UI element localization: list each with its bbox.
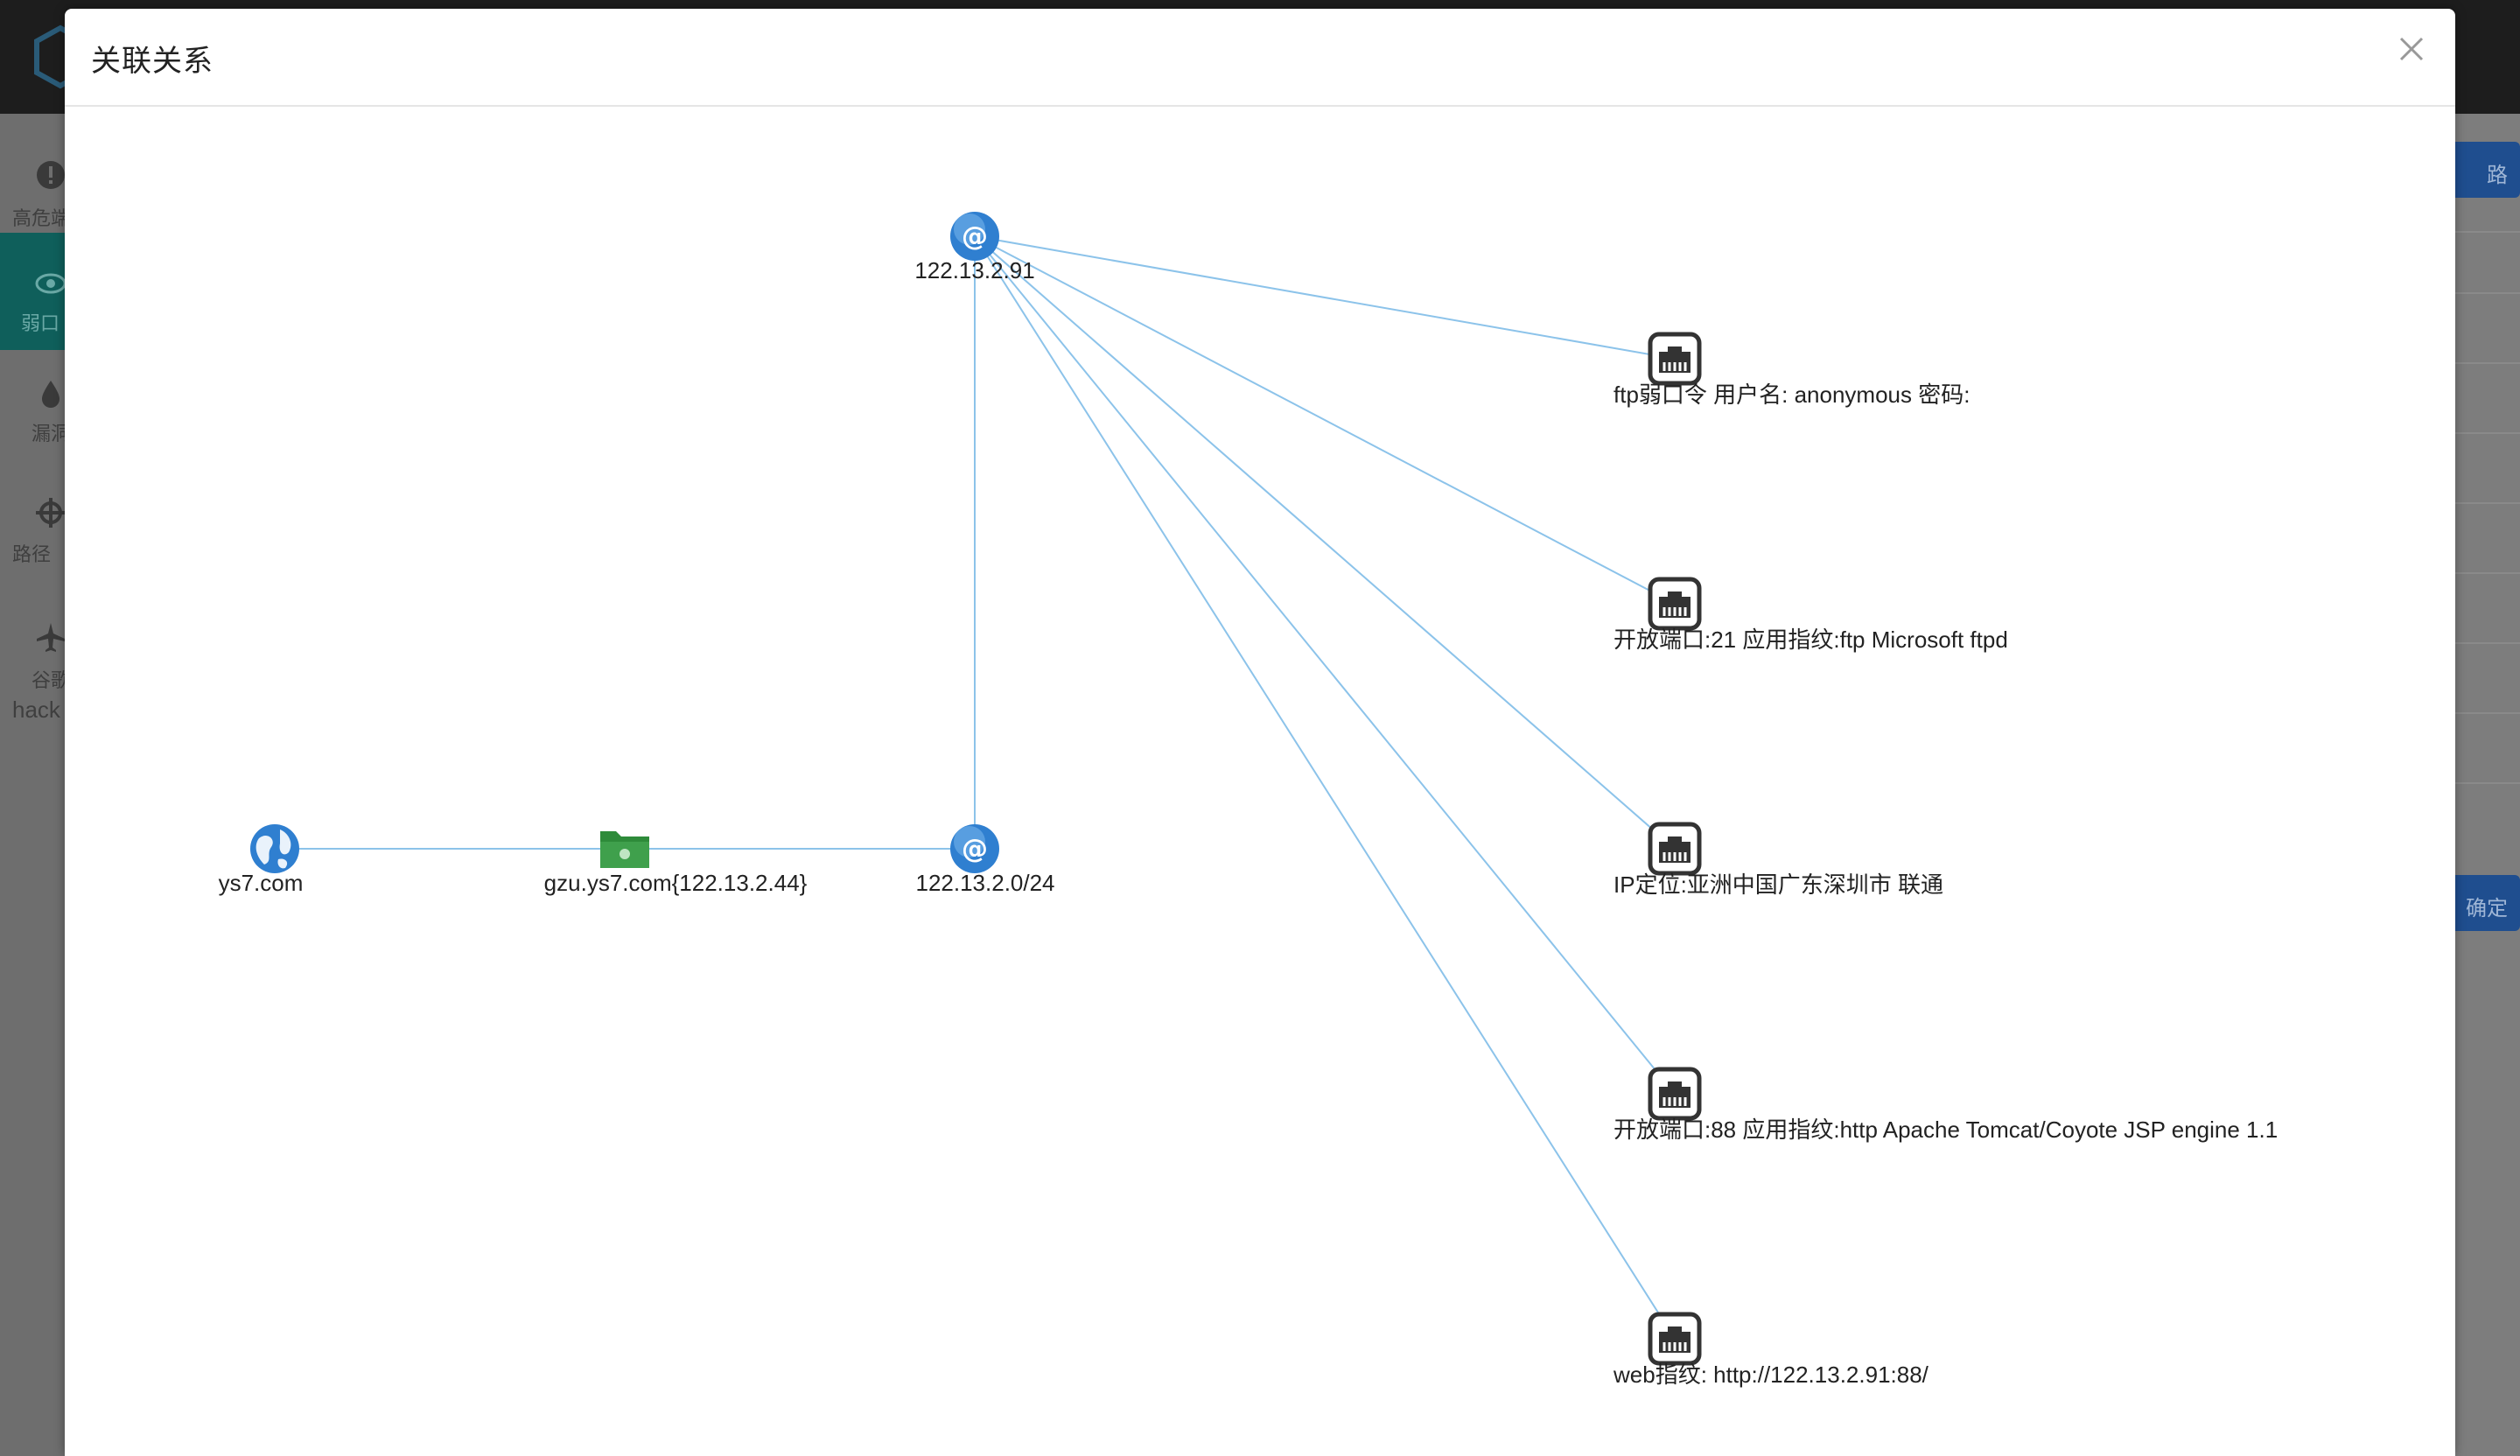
network-port-icon [1648,822,1702,876]
graph-node-label: 122.13.2.0/24 [915,870,1054,896]
graph-node-label: gzu.ys7.com{122.13.2.44} [544,870,808,896]
graph-node-web[interactable]: web指纹: http://122.13.2.91:88/ [1613,1312,1929,1388]
sidebar-item-label: hack [12,696,60,723]
table-row [2455,432,2520,504]
relation-graph-container: ys7.com gzu.ys7.com{122.13.2.44} @122.13.2… [65,107,2455,1456]
ip-icon: @ [950,212,999,261]
modal-title: 关联关系 [91,45,214,78]
graph-node-port-88[interactable]: 开放端口:88 应用指纹:http Apache Tomcat/Coyote J… [1614,1067,2278,1143]
sidebar-item-high-risk[interactable]: 高危端 [0,149,70,254]
main-content [2455,114,2520,1456]
sidebar-item-weak-password[interactable]: 弱口 [0,233,66,350]
sidebar-item-path[interactable]: 路径 [0,490,66,604]
table-row [2455,712,2520,784]
network-port-icon [1648,1312,1702,1366]
table-row [2455,502,2520,574]
graph-node-label: IP定位:亚洲中国广东深圳市 联通 [1614,872,1943,898]
graph-edge [974,235,1676,605]
relation-modal: 关联关系 ys7.com gzu.ys7.com{122.13.2.44} @122… [65,9,2455,1456]
app-sidebar: 高危端 弱口 漏洞 路径 谷歌 hack [0,114,70,1456]
sidebar-item-label: 漏洞 [32,423,71,444]
graph-node-label: 开放端口:21 应用指纹:ftp Microsoft ftpd [1614,626,2008,653]
table-row [2455,782,2520,842]
svg-text:@: @ [962,834,988,864]
graph-node-subnet[interactable]: @122.13.2.0/24 [915,824,1055,896]
ip-icon: @ [950,824,999,873]
relation-graph[interactable]: ys7.com gzu.ys7.com{122.13.2.44} @122.13.2… [65,107,2455,1456]
table-row [2455,362,2520,434]
eye-icon [35,273,66,294]
network-port-icon [1648,332,1702,386]
graph-edge [974,235,1676,850]
graph-node-ip[interactable]: @122.13.2.91 [914,212,1035,284]
folder-icon [600,831,649,868]
graph-node-label: ys7.com [219,870,304,896]
graph-node-port-21[interactable]: 开放端口:21 应用指纹:ftp Microsoft ftpd [1614,577,2008,653]
table-row [2455,572,2520,644]
sidebar-item-label: 路径 [12,543,52,565]
globe-icon [250,824,299,873]
graph-node-weak-pass[interactable]: ftp弱口令 用户名: anonymous 密码: [1614,332,1970,408]
close-icon[interactable] [2394,32,2429,66]
graph-node-label: web指纹: http://122.13.2.91:88/ [1613,1362,1929,1388]
graph-edge [974,235,1676,1095]
sidebar-item-label: 高危端 [12,207,71,229]
graph-node-label: 122.13.2.91 [914,257,1034,284]
graph-node-label: 开放端口:88 应用指纹:http Apache Tomcat/Coyote J… [1614,1116,2278,1143]
table-row [2455,231,2520,294]
network-port-icon [1648,577,1702,631]
table-row [2455,642,2520,714]
sidebar-item-vulnerability[interactable]: 漏洞 [0,373,70,486]
airplane-icon [37,623,65,652]
sidebar-item-label: 谷歌 [32,669,71,691]
sidebar-item-label: 弱口 [21,312,60,334]
crosshair-icon [36,498,66,528]
graph-node-geo[interactable]: IP定位:亚洲中国广东深圳市 联通 [1614,822,1943,898]
graph-edge [974,235,1676,1340]
droplet-icon [42,381,60,408]
graph-node-label: ftp弱口令 用户名: anonymous 密码: [1614,382,1970,408]
svg-text:@: @ [962,221,988,252]
graph-node-domain[interactable]: ys7.com [219,824,304,896]
modal-header: 关联关系 [65,9,2455,107]
graph-edge [974,235,1676,360]
exclamation-circle-icon [37,161,65,189]
graph-node-subdomain[interactable]: gzu.ys7.com{122.13.2.44} [544,831,808,896]
network-port-icon [1648,1067,1702,1121]
sidebar-item-google-hack[interactable]: 谷歌 hack [0,612,70,761]
table-row [2455,292,2520,364]
